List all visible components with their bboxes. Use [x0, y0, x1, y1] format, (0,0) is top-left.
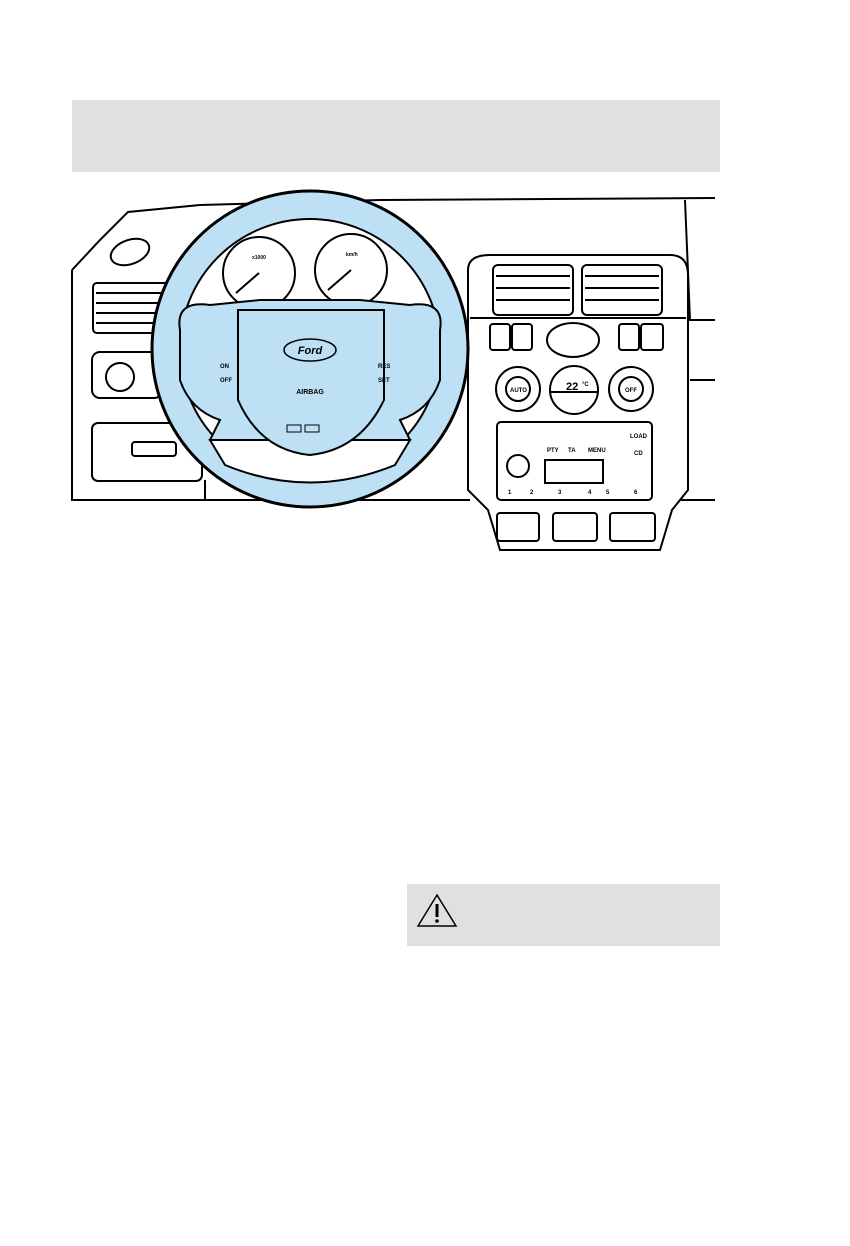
airbag-pad: [237, 309, 385, 457]
cruise-set-button: SET: [378, 378, 390, 384]
preset-1: 1: [508, 490, 512, 496]
preset-2: 2: [530, 490, 534, 496]
climate-unit: °C: [582, 382, 589, 388]
preset-5: 5: [606, 490, 610, 496]
preset-6: 6: [634, 490, 638, 496]
center-vent-right: [581, 264, 663, 316]
radio-ta: TA: [568, 448, 576, 454]
climate-right-dial: [608, 366, 654, 412]
radio-menu: MENU: [588, 448, 606, 454]
radio-cd: CD: [634, 451, 643, 457]
steering-wheel: x1000 km/h Ford AIRBAG ON OFF RES SET: [150, 189, 470, 509]
preset-3: 3: [558, 490, 562, 496]
header-band: [72, 100, 720, 172]
climate-left-dial: [495, 366, 541, 412]
speedo-label: km/h: [346, 252, 358, 258]
cruise-off-button: OFF: [220, 378, 232, 384]
dashboard-outline: [71, 197, 716, 271]
climate-temp: 22: [566, 381, 578, 393]
center-vent-left: [492, 264, 574, 316]
clock: [546, 322, 600, 358]
ford-logo: Ford: [298, 345, 323, 357]
warning-box: [407, 884, 720, 946]
dashboard-illustration: AUTO OFF 22 °C PTY TA MENU LOAD CD 1 2 3…: [71, 189, 716, 551]
tacho-label: x1000: [252, 255, 266, 261]
radio-load: LOAD: [630, 434, 648, 440]
cruise-on-button: ON: [220, 364, 229, 370]
climate-display: [549, 365, 599, 415]
radio-pty: PTY: [547, 448, 559, 454]
cruise-res-button: RES: [378, 364, 390, 370]
preset-4: 4: [588, 490, 592, 496]
airbag-label: AIRBAG: [296, 389, 324, 396]
climate-auto-label: AUTO: [510, 388, 527, 394]
center-console: [467, 254, 689, 551]
warning-triangle-icon: [416, 893, 458, 927]
climate-off-label: OFF: [625, 388, 637, 394]
radio: [496, 421, 653, 501]
hazard-button: [618, 323, 640, 351]
